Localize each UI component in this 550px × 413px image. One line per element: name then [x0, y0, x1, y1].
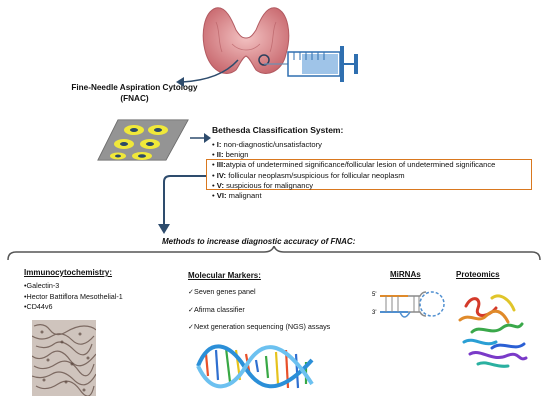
bethesda-item: • I: non-diagnostic/unsatisfactory — [212, 140, 322, 149]
thyroid-to-fnac-arrow — [176, 59, 239, 87]
fnac-title-line2: (FNAC) — [120, 94, 149, 103]
fnac-title: Fine-Needle Aspiration Cytology (FNAC) — [52, 82, 217, 104]
immuno-title: Immunocytochemistry: — [24, 268, 113, 277]
bethesda-to-methods-arrow — [158, 175, 206, 234]
checkmark-icon: ✓ — [188, 287, 195, 296]
mirna-3prime-label: 3' — [372, 310, 376, 316]
bethesda-item: • VI: malignant — [212, 191, 262, 201]
dna-helix-image — [196, 344, 314, 389]
molecular-item: ✓Afirma classifier — [188, 304, 245, 314]
fnac-title-line1: Fine-Needle Aspiration Cytology — [71, 83, 198, 92]
proteomics-title: Proteomics — [456, 270, 500, 279]
bethesda-title: Bethesda Classification System: — [212, 125, 344, 135]
immuno-item: •CD44v6 — [24, 302, 53, 311]
bethesda-list: • I: non-diagnostic/unsatisfactory • II:… — [212, 140, 532, 201]
immuno-item: •Galectin-3 — [24, 281, 60, 290]
bethesda-item-highlighted: • III:atypia of undetermined significanc… — [212, 160, 496, 170]
syringe-illustration — [264, 46, 358, 82]
microscope-slide-illustration — [97, 119, 189, 161]
methods-bracket — [7, 246, 541, 261]
molecular-item: ✓Next generation sequencing (NGS) assays — [188, 322, 331, 331]
immuno-list: •Galectin-3 •Hector Battiflora Mesotheli… — [24, 281, 123, 313]
histology-image — [32, 320, 96, 396]
bethesda-item: • II: benign — [212, 150, 249, 160]
molecular-item: ✓Seven genes panel — [188, 287, 256, 296]
methods-title: Methods to increase diagnostic accuracy … — [162, 237, 356, 246]
immuno-item: •Hector Battiflora Mesothelial-1 — [24, 291, 123, 301]
checkmark-icon: ✓ — [188, 304, 195, 314]
slide-smear-dots — [110, 125, 168, 160]
checkmark-icon: ✓ — [188, 322, 195, 331]
molecular-title: Molecular Markers: — [188, 271, 261, 280]
mirna-5prime-label: 5' — [372, 292, 376, 298]
protein-structure-image — [458, 294, 528, 368]
bethesda-item: • V: suspicious for malignancy — [212, 180, 314, 190]
mirnas-title: MiRNAs — [390, 270, 421, 279]
mirna-hairpin-diagram: 5' 3' — [372, 291, 445, 318]
slide-to-bethesda-arrow — [190, 133, 211, 143]
bethesda-item-highlighted: • IV: follicular neoplasm/suspicious for… — [212, 170, 405, 180]
bethesda-highlight-box — [206, 159, 532, 190]
thyroid-gland-illustration — [202, 7, 290, 74]
molecular-list: ✓Seven genes panel ✓Afirma classifier ✓N… — [188, 287, 330, 340]
